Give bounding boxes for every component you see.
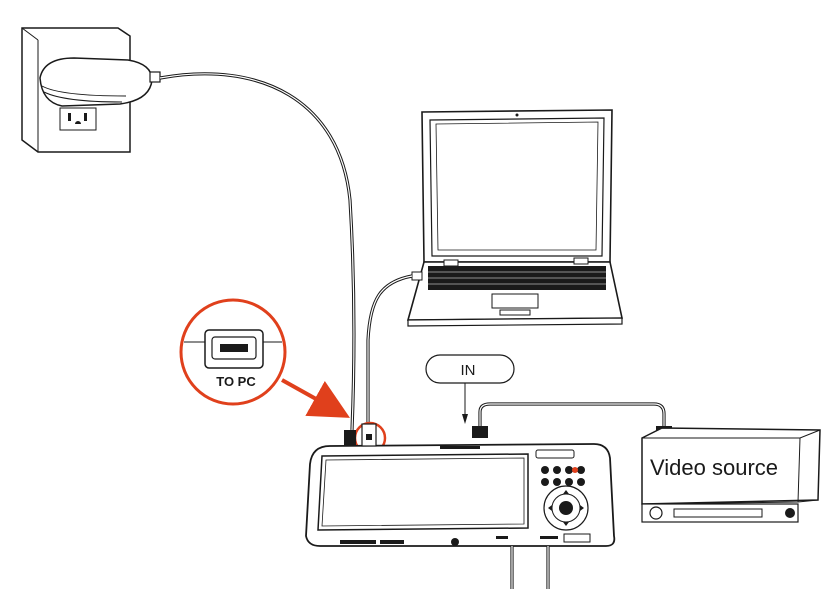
usb-port-zoom: TO PC <box>179 298 287 406</box>
zoom-label: TO PC <box>216 374 256 389</box>
recorder-device <box>305 423 616 547</box>
in-label: IN <box>461 362 476 379</box>
video-cable <box>478 402 666 428</box>
in-callout: IN <box>425 354 515 424</box>
laptop <box>406 109 623 327</box>
video-source-device: Video source <box>641 427 821 523</box>
usb-cable <box>366 274 413 428</box>
video-source-label: Video source <box>650 455 778 480</box>
callout-arrow <box>281 378 350 418</box>
power-adapter <box>39 57 161 107</box>
